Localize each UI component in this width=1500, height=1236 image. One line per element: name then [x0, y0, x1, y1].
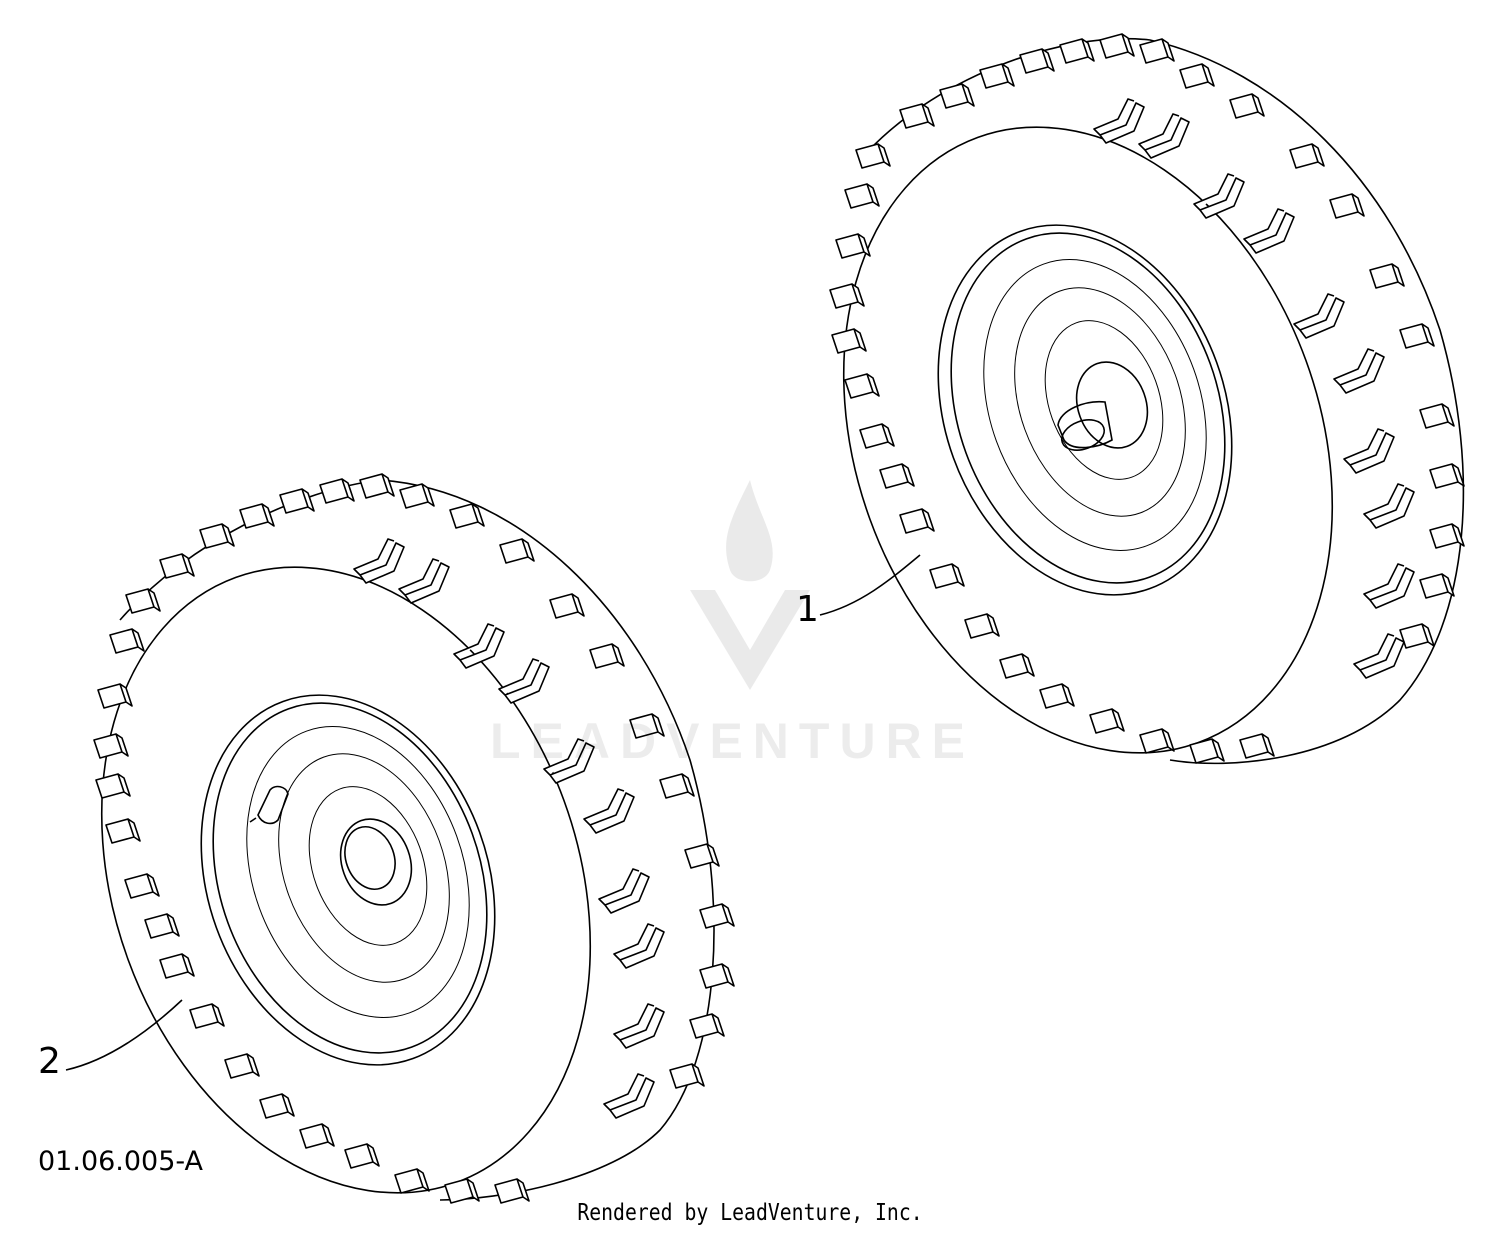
rendered-by-footer: Rendered by LeadVenture, Inc. [577, 1200, 923, 1226]
wheel-1-axle-end [1060, 419, 1106, 451]
wheel-2-hub-bore [344, 826, 396, 890]
wheel-1-rim-ring-3 [1044, 320, 1164, 480]
wheel-1-hub [1075, 361, 1149, 449]
wheel-1-sidewall [842, 126, 1334, 754]
wheel-1-axle [1057, 400, 1113, 449]
wheel-2-rim-ring-2 [278, 753, 450, 983]
leadventure-watermark: LEADVENTURE [490, 713, 976, 769]
wheel-1 [819, 33, 1465, 765]
leadventure-flame-logo-icon [690, 480, 810, 690]
wheel-2-valve-stem [249, 785, 289, 825]
callout-2-label[interactable]: 2 [38, 1041, 61, 1082]
wheel-2-rim-outer [200, 694, 496, 1066]
callout-2-leader [65, 999, 183, 1071]
wheel-1-rim-ring-2 [1014, 287, 1186, 517]
wheel-1-rim-outer [937, 224, 1233, 596]
callout-1-leader [819, 554, 921, 616]
wheel-2-rim-ring-3 [308, 786, 428, 946]
wheel-1-rim-ring-1 [983, 259, 1207, 551]
wheel-1-rim-inner [950, 232, 1226, 584]
figure-code: 01.06.005-A [38, 1146, 204, 1177]
wheel-2 [65, 473, 735, 1204]
wheel-2-rim-inner [212, 702, 488, 1054]
callout-1-label[interactable]: 1 [796, 589, 819, 630]
wheel-2-rim-ring-1 [246, 726, 470, 1018]
wheel-2-hub [339, 818, 413, 906]
